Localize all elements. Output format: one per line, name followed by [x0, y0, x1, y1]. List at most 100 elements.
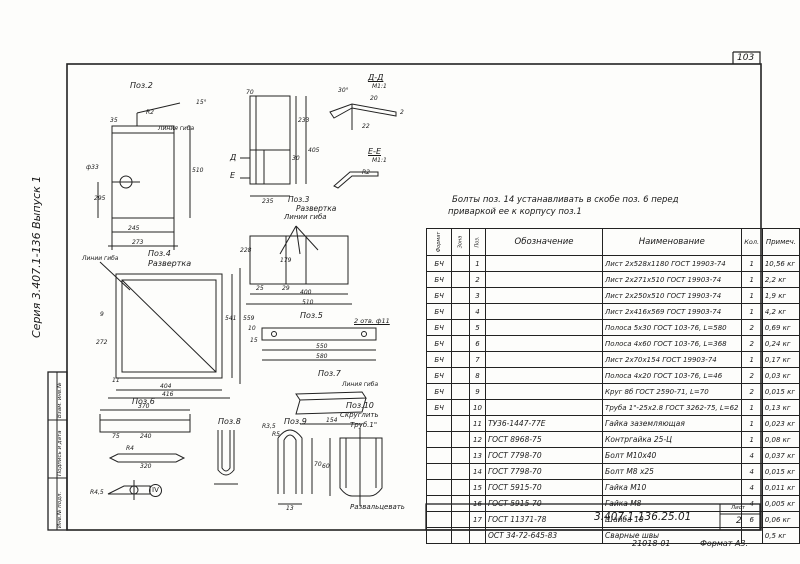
- label-35: 35: [110, 117, 118, 124]
- label-10: 10: [248, 325, 256, 332]
- cell-name: Полоса 5х30 ГОСТ 103-76, L=580: [602, 319, 742, 336]
- header-pos: Поз.: [468, 228, 486, 256]
- cell-qty: [740, 527, 763, 544]
- label-320: 320: [140, 463, 152, 470]
- cell-pos: 4: [468, 303, 486, 320]
- cell-code: [484, 303, 604, 320]
- label-r2-ee: R2: [362, 169, 370, 176]
- label-view-ee-scale: М1:1: [372, 157, 387, 164]
- cell-name: Лист 2х271х510 ГОСТ 19903-74: [602, 271, 742, 288]
- cell-note: 0,24 кг: [761, 335, 800, 352]
- label-view-ee: Е-Е: [368, 147, 381, 156]
- label-75: 75: [112, 433, 120, 440]
- cell-name: Лист 2х528х1180 ГОСТ 19903-74: [602, 255, 742, 272]
- label-r4: R4: [126, 445, 134, 452]
- cell-pos: 12: [468, 431, 486, 448]
- cell-format: [425, 447, 453, 464]
- cell-note: 0,5 кг: [761, 527, 800, 544]
- label-d33: ф33: [86, 164, 99, 171]
- label-poz5: Поз.5: [300, 311, 323, 320]
- cell-qty: 1: [740, 255, 763, 272]
- cell-pos: 5: [468, 319, 486, 336]
- label-holes-11: 2 отв. ф11: [354, 317, 390, 325]
- label-22: 22: [362, 123, 370, 130]
- cell-note: 0,17 кг: [761, 351, 800, 368]
- cell-note: 0,037 кг: [761, 447, 800, 464]
- cell-qty: 2: [740, 335, 763, 352]
- label-r5: R5: [272, 431, 280, 438]
- cell-name: Лист 2х70х154 ГОСТ 19903-74: [602, 351, 742, 368]
- cell-pos: 7: [468, 351, 486, 368]
- label-liniya-giba-4: Линии гиба: [82, 255, 119, 262]
- cell-zone: [451, 367, 470, 384]
- cell-format: БЧ: [425, 271, 453, 288]
- cell-name: Гайка М10: [602, 479, 742, 496]
- header-qty: Кол.: [740, 228, 763, 256]
- cell-note: 0,015 кг: [761, 463, 800, 480]
- label-179: 179: [280, 257, 292, 264]
- cell-code: [484, 335, 604, 352]
- cell-qty: 4: [740, 479, 763, 496]
- cell-pos: 3: [468, 287, 486, 304]
- cell-name: Труба 1"-25х2.8 ГОСТ 3262-75, L=62: [602, 399, 742, 416]
- label-405: 405: [308, 147, 320, 154]
- label-mark-d: Д: [230, 153, 237, 162]
- note-line-1: Болты поз. 14 устанавливать в скобе поз.…: [452, 195, 679, 205]
- header-format: Формат: [425, 228, 453, 256]
- label-370: 370: [138, 403, 150, 410]
- cell-name: Лист 2х250х510 ГОСТ 19903-74: [602, 287, 742, 304]
- cell-note: 0,03 кг: [761, 367, 800, 384]
- side-stamp-vzam: Взам. инв.№: [57, 382, 63, 418]
- label-559: 559: [243, 315, 255, 322]
- label-r2: R2: [146, 109, 154, 116]
- cell-qty: 6: [740, 511, 763, 528]
- label-272: 272: [96, 339, 108, 346]
- cell-pos: [468, 527, 486, 544]
- cell-note: 0,015 кг: [761, 383, 800, 400]
- cell-code: ГОСТ 5915-70: [484, 479, 604, 496]
- cell-qty: 1: [740, 303, 763, 320]
- cell-qty: 4: [740, 463, 763, 480]
- cell-format: БЧ: [425, 399, 453, 416]
- cell-zone: [451, 383, 470, 400]
- cell-code: [484, 399, 604, 416]
- label-11: 11: [112, 377, 120, 384]
- label-liniya-giba-3: Линии гиба: [284, 213, 327, 221]
- label-60: 60: [322, 463, 330, 470]
- label-30deg: 30°: [338, 87, 349, 94]
- cell-zone: [451, 319, 470, 336]
- cell-name: Гайка М8: [602, 495, 742, 512]
- cell-pos: 2: [468, 271, 486, 288]
- cell-note: 10,56 кг: [761, 255, 800, 272]
- label-razvertka-3: Развертка: [296, 204, 337, 213]
- label-25: 25: [256, 285, 264, 292]
- specification-table: Формат Зона Поз. Обозначение Наименовани…: [425, 228, 800, 544]
- spec-header-row: Формат Зона Поз. Обозначение Наименовани…: [425, 228, 800, 256]
- cell-zone: [451, 351, 470, 368]
- cell-note: 0,011 кг: [761, 479, 800, 496]
- cell-name: Болт М10х40: [602, 447, 742, 464]
- cell-note: 4,2 кг: [761, 303, 800, 320]
- document-code: 3.407.1-136.25.01: [594, 511, 692, 523]
- cell-zone: [451, 287, 470, 304]
- page-number: 103: [737, 53, 755, 63]
- cell-code: ГОСТ 5915-70: [484, 495, 604, 512]
- label-240: 240: [140, 433, 152, 440]
- cell-zone: [451, 495, 470, 512]
- cell-name: Лист 2х416х569 ГОСТ 19903-74: [602, 303, 742, 320]
- cell-zone: [451, 271, 470, 288]
- cell-format: БЧ: [425, 303, 453, 320]
- cell-code: ГОСТ 8968-75: [484, 431, 604, 448]
- label-view-dd: Д-Д: [368, 73, 384, 82]
- label-541: 541: [225, 315, 237, 322]
- cell-pos: 11: [468, 415, 486, 432]
- sheet-label: Лист: [731, 505, 745, 511]
